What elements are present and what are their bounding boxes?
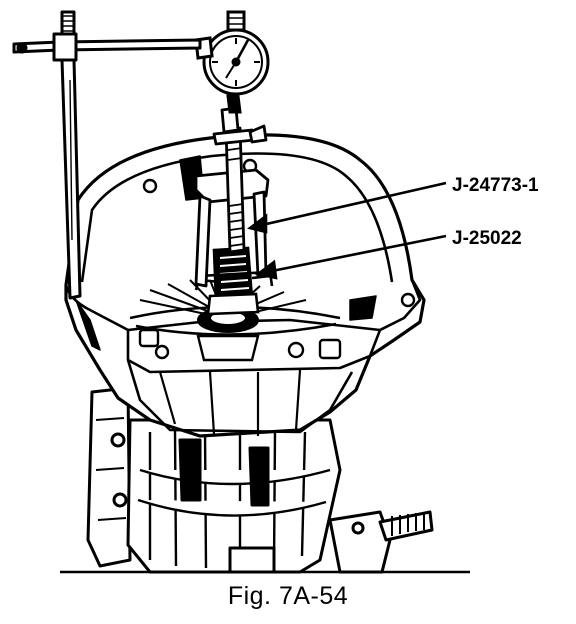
arrowhead-j-25022 xyxy=(254,259,278,280)
leader-lines xyxy=(247,181,447,280)
indicator-support-rod xyxy=(12,10,202,300)
arrowhead-j-24773-1 xyxy=(247,213,268,234)
callout-label-j-25022: J-25022 xyxy=(452,228,522,249)
tool-j-24773-1 xyxy=(194,106,270,288)
figure-caption: Fig. 7A-54 xyxy=(227,582,349,610)
transmission-lower-case xyxy=(60,386,470,574)
leader-line-j-24773-1 xyxy=(261,181,447,227)
callout-label-j-24773-1: J-24773-1 xyxy=(452,175,539,196)
leader-line-j-25022 xyxy=(271,234,447,273)
dial-indicator xyxy=(194,10,270,114)
